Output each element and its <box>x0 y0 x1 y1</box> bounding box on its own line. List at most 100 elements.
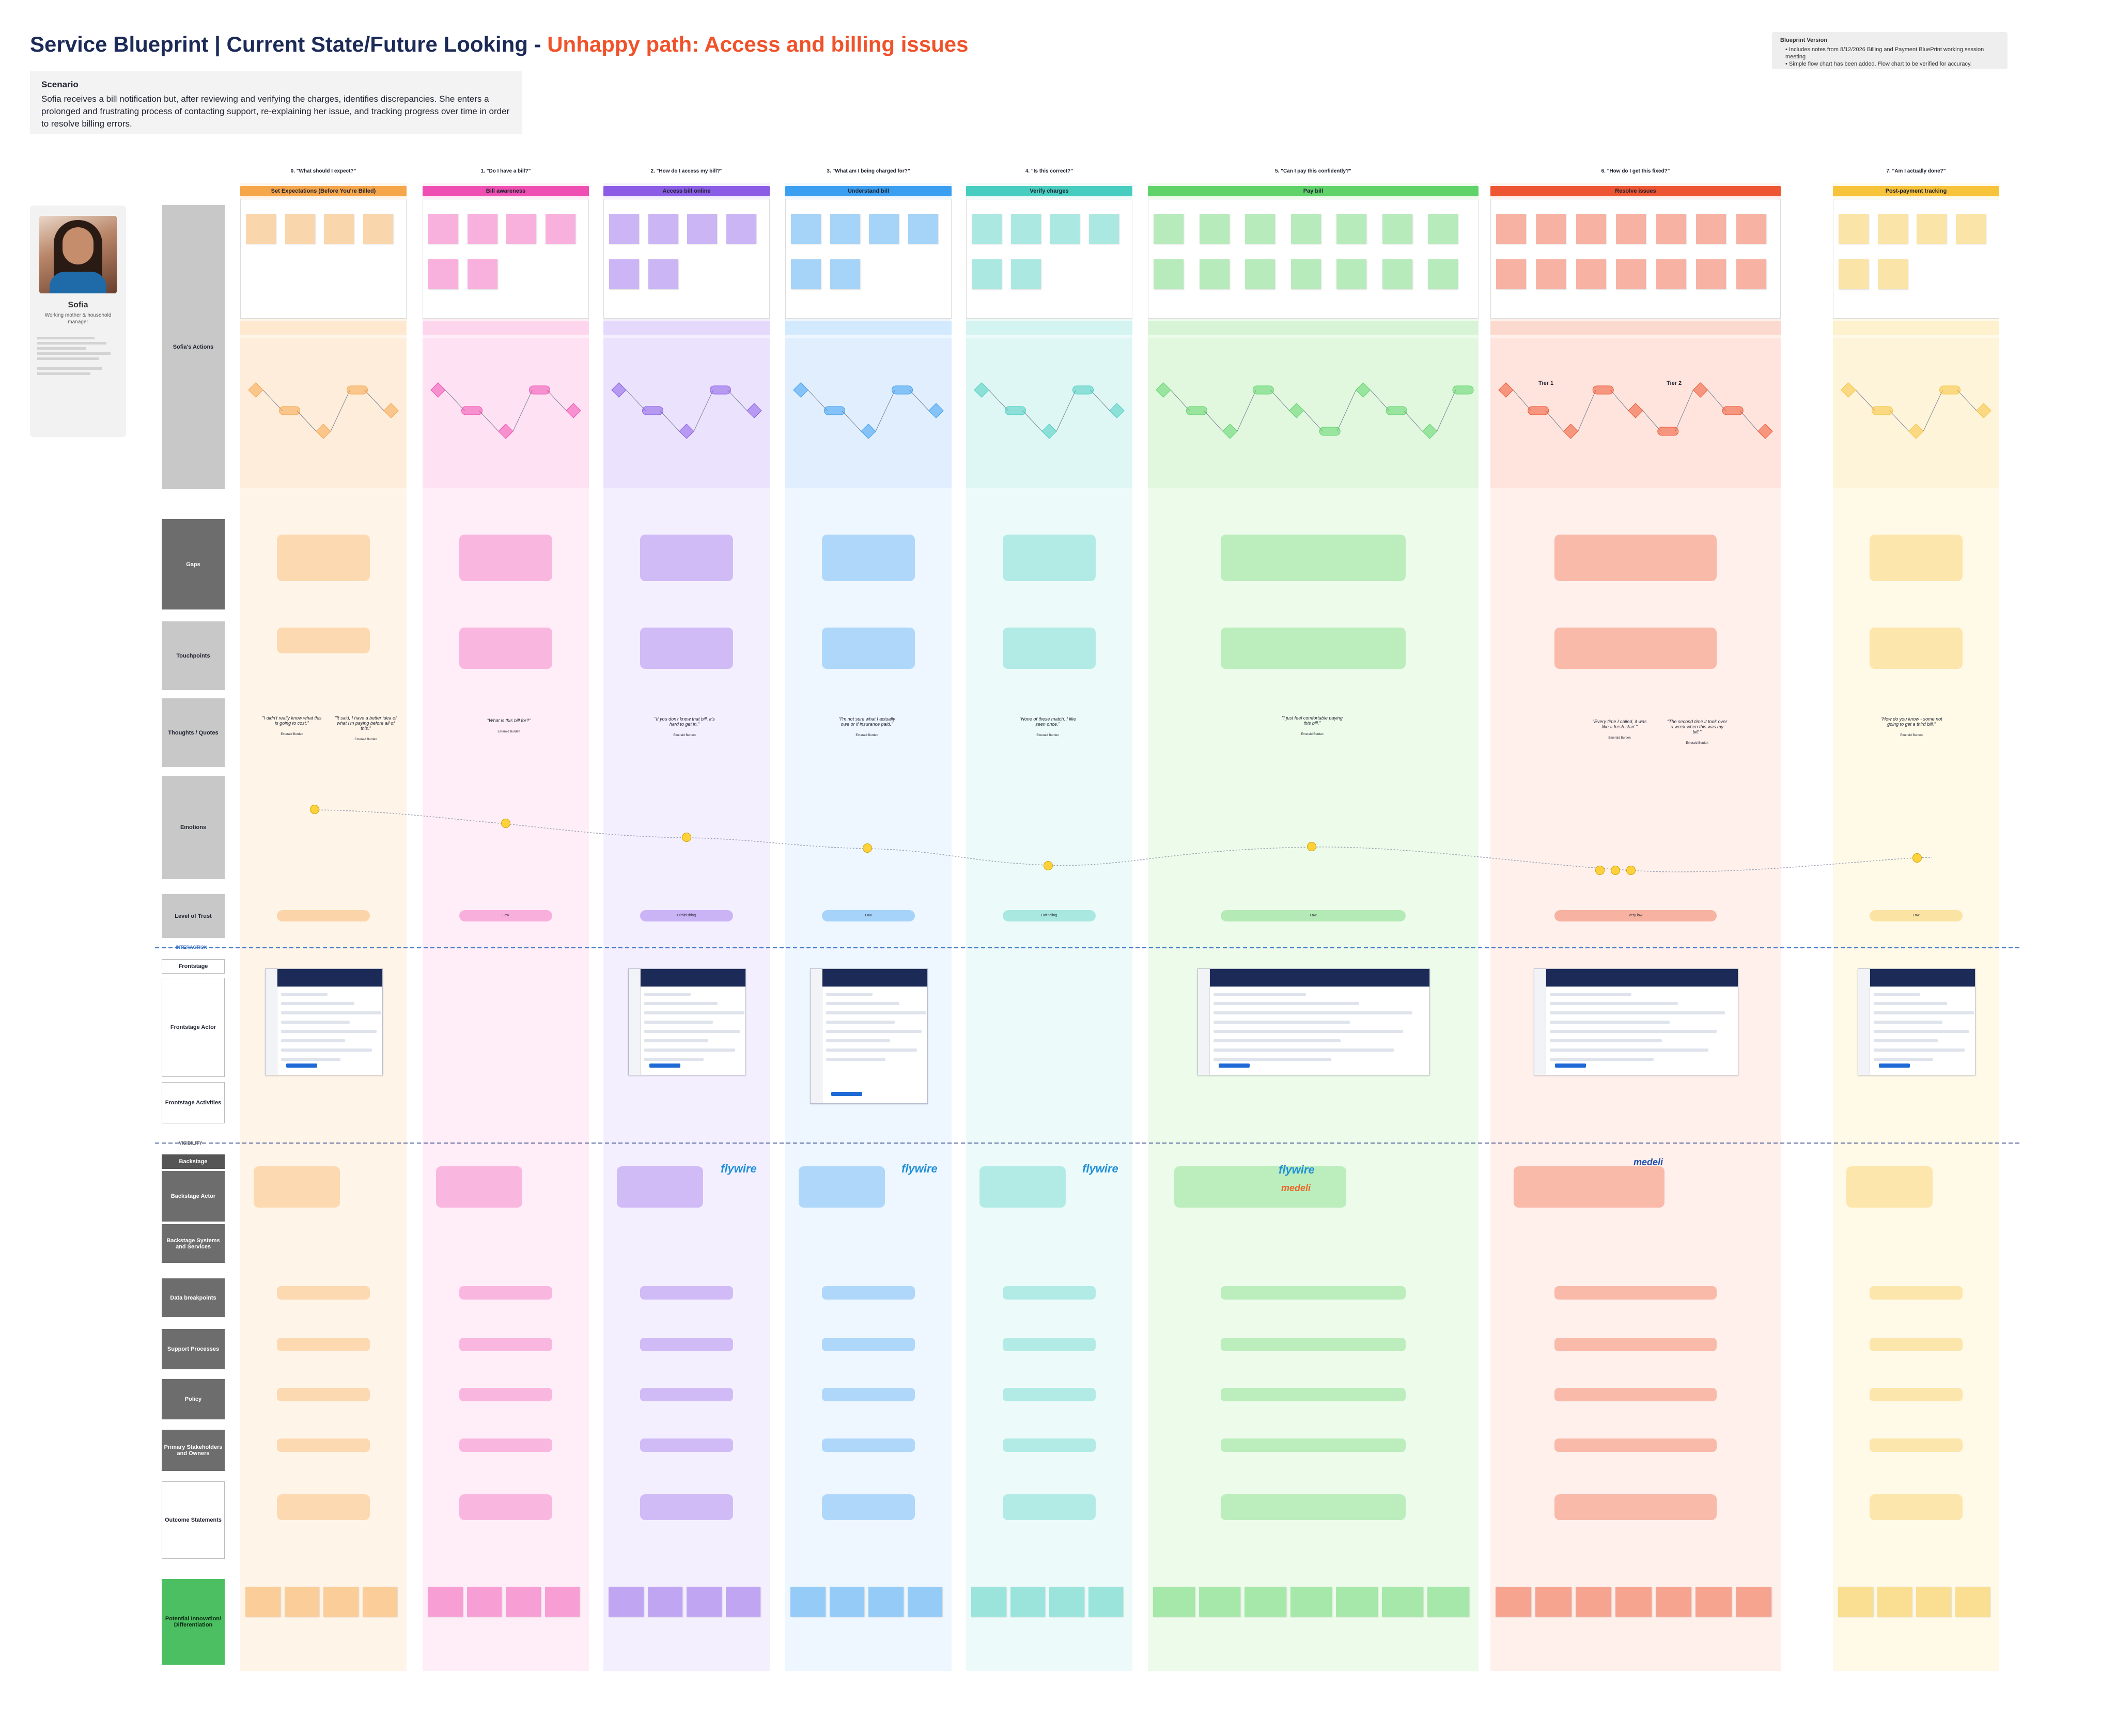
action-flow-area <box>966 338 1132 488</box>
touchpoints-box <box>640 628 734 669</box>
gaps-box <box>1002 535 1096 581</box>
action-flow-area <box>603 338 770 488</box>
flow-node <box>1222 424 1238 439</box>
tasks-panel <box>240 199 407 319</box>
phase-description <box>603 321 770 335</box>
flow-node <box>861 424 876 439</box>
flow-node <box>1319 427 1341 436</box>
flow-node <box>1563 424 1579 439</box>
emotion-neutral-icon <box>1307 842 1316 851</box>
innovation-sticky <box>1049 1587 1084 1617</box>
action-flowchart <box>1498 382 1773 439</box>
phase-question: 2. "How do I access my bill?" <box>650 168 723 174</box>
touchpoints-box <box>1220 628 1406 669</box>
flow-node <box>529 385 550 395</box>
lane-pill <box>1869 1338 1963 1351</box>
touchpoints-box <box>821 628 915 669</box>
lane-thoughts: Thoughts / Quotes <box>162 698 225 767</box>
sticky-note <box>609 259 639 289</box>
gaps-box <box>276 535 370 581</box>
quote: "I didn't really know what this is going… <box>262 715 322 736</box>
tasks-panel <box>1490 199 1781 319</box>
version-note-2: • Simple flow chart has been added. Flow… <box>1785 61 1972 67</box>
sticky-note <box>1656 259 1686 289</box>
outcome-box <box>276 1494 370 1520</box>
emotion-relieved-icon <box>1912 853 1922 863</box>
action-flow-area <box>423 338 589 488</box>
innovation-sticky <box>1088 1587 1123 1617</box>
flow-node <box>746 403 762 418</box>
lane-backstage-systems: Backstage Systems and Services <box>162 1224 225 1263</box>
sticky-note <box>428 259 458 289</box>
frontstage-screenshot <box>1534 968 1738 1075</box>
lane-pill <box>1869 1438 1963 1452</box>
sticky-note <box>1088 214 1119 244</box>
emotion-stressed-icon <box>1611 866 1620 875</box>
outcome-box <box>821 1494 915 1520</box>
flow-node <box>1976 403 1991 418</box>
emotion-confused-icon <box>682 833 691 842</box>
innovation-sticky <box>790 1587 826 1617</box>
quote: "How do you know - some not going to get… <box>1880 716 1942 737</box>
flow-node <box>1186 406 1207 415</box>
outcome-box <box>1220 1494 1406 1520</box>
sticky-note <box>1290 214 1321 244</box>
flow-node <box>498 424 514 439</box>
flow-node <box>1757 424 1773 439</box>
emotion-curve <box>315 809 1933 872</box>
pay-button <box>1555 1064 1586 1068</box>
lane-pill <box>276 1438 370 1452</box>
frontstage-screenshot <box>265 968 383 1075</box>
flow-node <box>1109 403 1125 418</box>
flow-node <box>611 382 627 398</box>
persona-card: Sofia Working mother & household manager <box>30 206 126 437</box>
sticky-note <box>467 259 497 289</box>
innovation-sticky <box>1290 1587 1332 1617</box>
sticky-note <box>1496 214 1526 244</box>
sticky-note <box>1290 259 1321 289</box>
tasks-panel <box>1833 199 1999 319</box>
sticky-note <box>1428 214 1458 244</box>
frontstage-screenshot <box>810 968 928 1104</box>
lane-pill <box>821 1338 915 1351</box>
frontstage-screenshot <box>628 968 746 1075</box>
phase-title-bar: Pay bill <box>1148 186 1479 196</box>
sticky-note <box>1696 214 1726 244</box>
innovation-sticky <box>1916 1587 1951 1617</box>
flow-node <box>347 385 368 395</box>
quote: "What is this bill for?"Emerald Burden <box>487 718 531 733</box>
sticky-note <box>545 214 575 244</box>
lane-frontstage: Frontstage <box>162 959 225 974</box>
sticky-note <box>1839 259 1869 289</box>
flow-node <box>1722 406 1744 415</box>
trust-level-pill: Dwindling <box>1002 910 1096 921</box>
backstage-actor-box <box>1174 1166 1346 1208</box>
backstage-actor-box <box>798 1166 885 1208</box>
sticky-note <box>1536 259 1566 289</box>
innovation-sticky <box>1838 1587 1873 1617</box>
sticky-note <box>972 259 1002 289</box>
innovation-sticky <box>1695 1587 1732 1617</box>
phase-description <box>1490 321 1781 335</box>
lane-pill <box>1002 1338 1096 1351</box>
tasks-panel <box>423 199 589 319</box>
innovation-sticky <box>466 1587 502 1617</box>
phase-description <box>1148 321 1479 335</box>
frontstage-screenshot <box>1858 968 1975 1075</box>
action-flow-area <box>1833 338 1999 488</box>
sticky-note <box>1199 214 1230 244</box>
sticky-note <box>726 214 756 244</box>
innovation-sticky <box>1153 1587 1195 1617</box>
phase-question: 7. "Am I actually done?" <box>1886 168 1946 174</box>
flow-node <box>383 403 399 418</box>
sticky-note <box>246 214 276 244</box>
title-alt: Unhappy path: Access and billing issues <box>547 32 969 56</box>
lane-pill <box>1002 1438 1096 1452</box>
lane-pill <box>1002 1388 1096 1401</box>
lane-pill <box>1554 1286 1717 1300</box>
sticky-note <box>363 214 393 244</box>
emotion-angry-icon <box>1595 866 1605 875</box>
innovation-sticky <box>284 1587 319 1617</box>
innovation-sticky <box>245 1587 281 1617</box>
sticky-note <box>1839 214 1869 244</box>
